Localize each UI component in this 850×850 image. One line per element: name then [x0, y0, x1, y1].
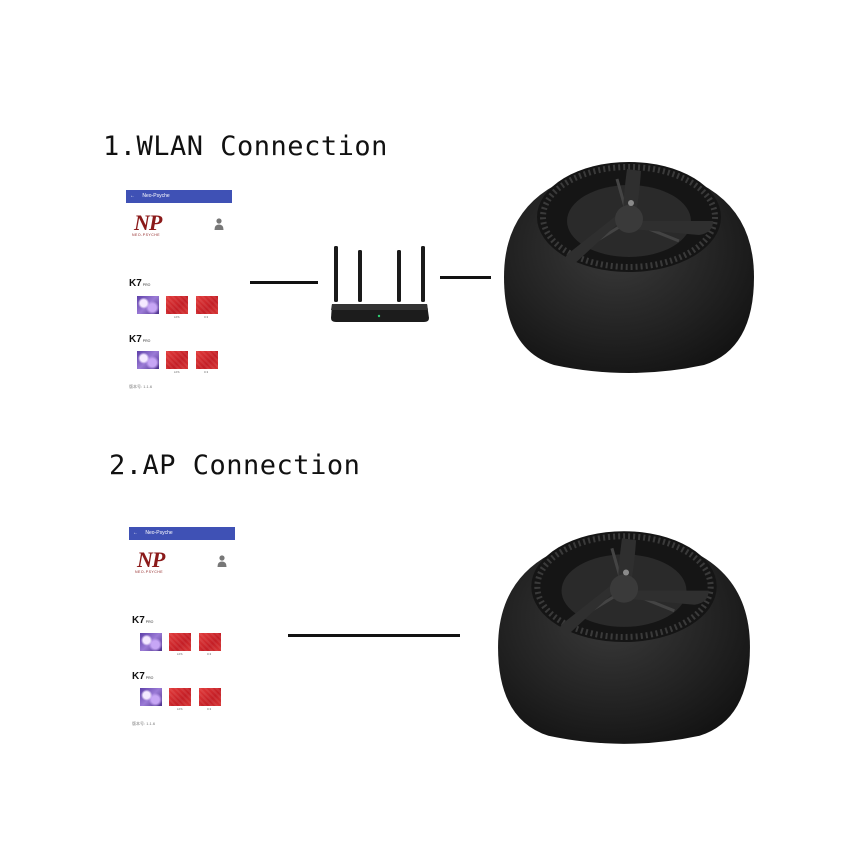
device-thumbnail[interactable]: [140, 633, 162, 651]
thumbnail-caption: LFS: [174, 370, 180, 374]
aquarium-wavemaker-pump: [504, 162, 754, 373]
device-thumbnail[interactable]: [140, 688, 162, 706]
device-thumbnail[interactable]: [199, 688, 221, 706]
connection-line-phone-pump: [288, 634, 460, 637]
phone-screen-ap: ← Neo-Psyche NP NEO-PSYCHE K7PRO LFS 0.3…: [129, 527, 235, 737]
logo-text: NP: [137, 547, 165, 572]
device-group-label: K7PRO: [132, 671, 154, 682]
thumbnail-caption: LFS: [174, 315, 180, 319]
logo-subtitle: NEO-PSYCHE: [132, 233, 161, 237]
app-bar-title: Neo-Psyche: [142, 193, 170, 199]
back-arrow-icon[interactable]: ←: [133, 530, 138, 536]
back-arrow-icon[interactable]: ←: [130, 193, 135, 199]
phone-screen-wlan: ← Neo-Psyche NP NEO-PSYCHE K7PRO LFS 0.3…: [126, 190, 232, 400]
brand-logo: NP NEO-PSYCHE: [130, 210, 180, 240]
logo-text: NP: [134, 210, 162, 235]
device-thumbnail[interactable]: [166, 351, 188, 369]
person-icon[interactable]: [217, 555, 227, 567]
aquarium-wavemaker-pump: [498, 531, 750, 744]
thumbnail-caption: LFS: [177, 652, 183, 656]
device-thumbnail[interactable]: [169, 688, 191, 706]
app-version: 版本号: 1.1.6: [132, 721, 156, 726]
app-bar: ← Neo-Psyche: [129, 527, 235, 540]
person-icon[interactable]: [214, 218, 224, 230]
section-title-wlan: 1.WLAN Connection: [103, 131, 388, 162]
connection-line-phone-router: [250, 281, 318, 284]
connection-line-router-pump: [440, 276, 491, 279]
device-group-label: K7PRO: [129, 278, 151, 289]
device-thumbnail[interactable]: [137, 351, 159, 369]
device-thumbnail[interactable]: [196, 351, 218, 369]
thumbnail-caption: 0.3: [207, 652, 212, 656]
device-thumbnail[interactable]: [199, 633, 221, 651]
logo-subtitle: NEO-PSYCHE: [135, 570, 164, 574]
device-thumbnail[interactable]: [169, 633, 191, 651]
router-icon: [331, 246, 429, 322]
device-thumbnail[interactable]: [166, 296, 188, 314]
thumbnail-caption: 0.3: [204, 370, 209, 374]
device-group-label: K7PRO: [129, 334, 151, 345]
app-bar-title: Neo-Psyche: [145, 530, 173, 536]
app-bar: ← Neo-Psyche: [126, 190, 232, 203]
app-version: 版本号: 1.1.6: [129, 384, 153, 389]
section-title-ap: 2.AP Connection: [109, 450, 361, 481]
thumbnail-caption: 0.3: [207, 707, 212, 711]
thumbnail-caption: LFS: [177, 707, 183, 711]
brand-logo: NP NEO-PSYCHE: [133, 547, 183, 577]
device-thumbnail[interactable]: [137, 296, 159, 314]
device-thumbnail[interactable]: [196, 296, 218, 314]
thumbnail-caption: 0.3: [204, 315, 209, 319]
device-group-label: K7PRO: [132, 615, 154, 626]
